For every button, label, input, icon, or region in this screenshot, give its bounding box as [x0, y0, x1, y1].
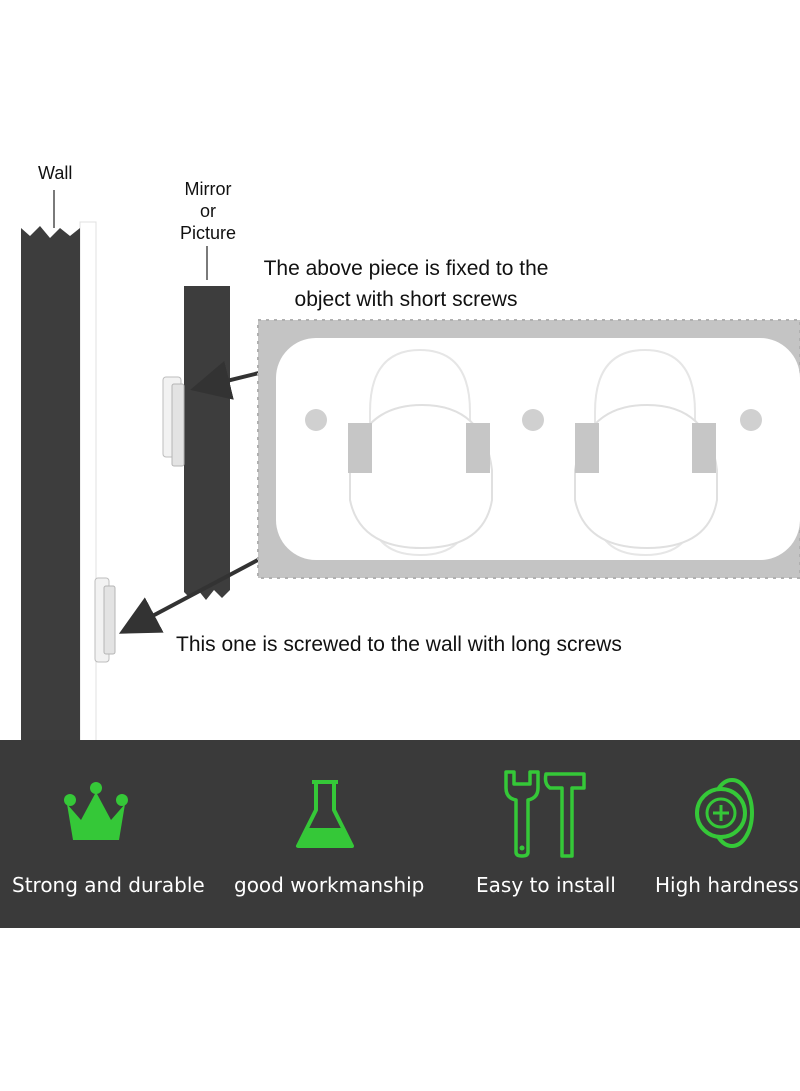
top-caption-line: The above piece is fixed to the	[263, 257, 549, 280]
hook-right-inner	[574, 403, 718, 550]
feature-label: Easy to install	[476, 873, 616, 897]
mirror-label-line: or	[199, 201, 216, 221]
feature-strong: Strong and durable	[0, 740, 205, 928]
crown-icon	[64, 782, 128, 840]
mirror-panel	[184, 286, 230, 600]
coin-icon	[695, 778, 754, 848]
tools-icon	[504, 770, 586, 858]
mirror-label: Mirror or Picture	[172, 178, 244, 244]
mirror-label-line: Picture	[179, 223, 237, 243]
hanger-plate-closeup	[257, 319, 800, 579]
wall-panel	[21, 226, 80, 740]
hook-left-inner	[349, 403, 493, 550]
wall-white-strip	[79, 221, 97, 740]
mounting-diagram	[21, 190, 800, 740]
feature-workmanship: good workmanship	[200, 740, 424, 928]
mirror-bracket-edge	[171, 383, 185, 467]
wall-label: Wall	[38, 163, 73, 183]
hook-right-tab	[575, 423, 599, 473]
screw-hole	[522, 409, 544, 431]
top-caption: The above piece is fixed to the object w…	[246, 253, 566, 315]
hook-right-tab	[692, 423, 716, 473]
hook-left-tab	[466, 423, 490, 473]
feature-label: Strong and durable	[12, 873, 205, 897]
flask-icon	[296, 780, 354, 848]
feature-install: Easy to install	[400, 740, 616, 928]
wall-bracket-edge	[103, 585, 116, 655]
top-caption-line: object with short screws	[294, 288, 518, 311]
screw-hole	[305, 409, 327, 431]
feature-label: good workmanship	[234, 873, 425, 897]
features-band: Strong and durable good workmanship Easy…	[0, 740, 800, 928]
screw-hole	[740, 409, 762, 431]
mirror-label-line: Mirror	[184, 179, 232, 199]
hook-left-tab	[348, 423, 372, 473]
feature-label: High hardness	[655, 873, 799, 897]
feature-hardness: High hardness	[600, 740, 800, 928]
bottom-caption: This one is screwed to the wall with lon…	[176, 633, 622, 656]
